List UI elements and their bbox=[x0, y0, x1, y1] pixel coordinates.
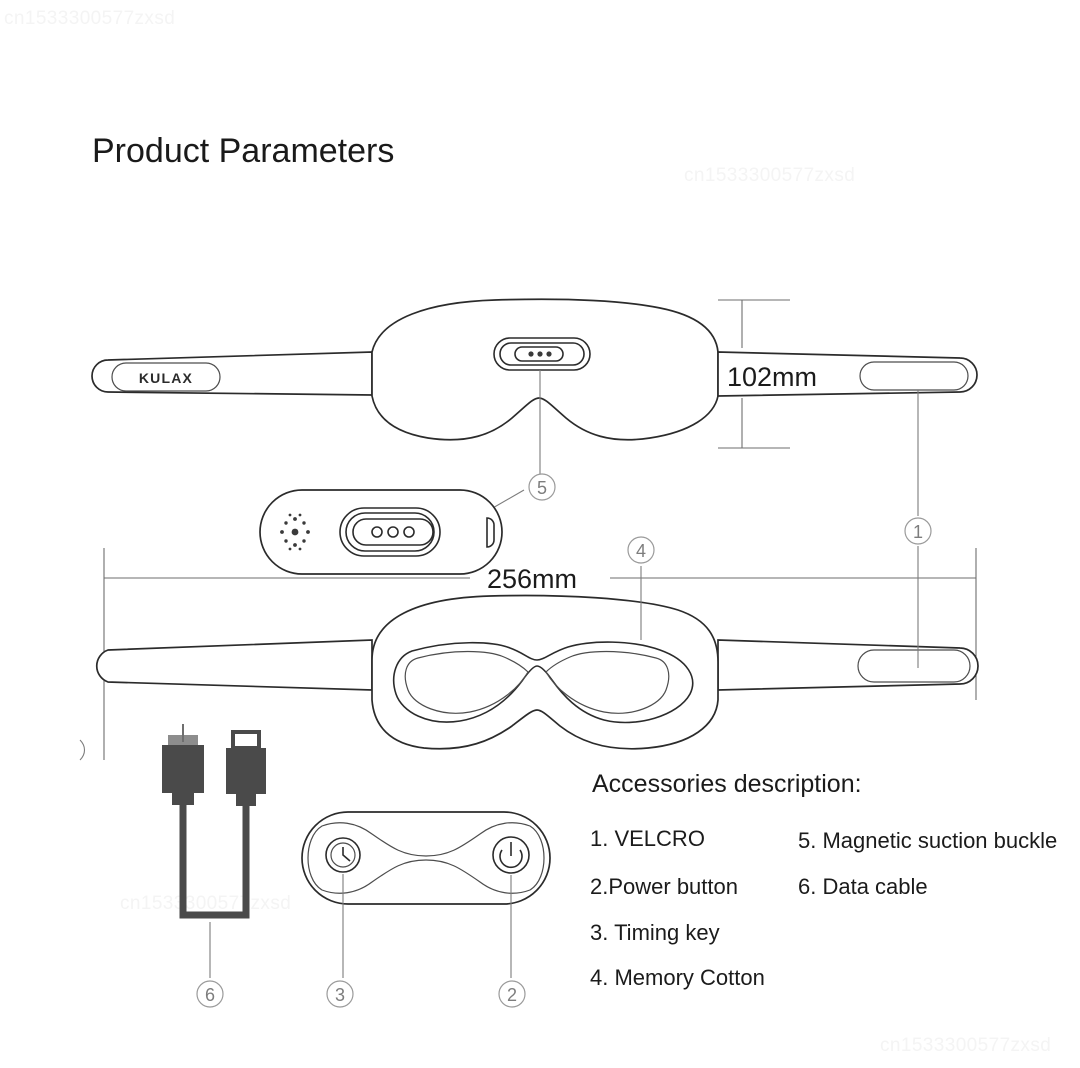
accessory-item-4: 4. Memory Cotton bbox=[590, 965, 765, 990]
brand-patch bbox=[111, 362, 221, 392]
buckle-port-inner bbox=[345, 512, 435, 552]
accessory-item-3: 3. Timing key bbox=[590, 920, 720, 945]
power-button bbox=[492, 836, 530, 874]
usb-c-neck bbox=[236, 794, 256, 806]
callout-label-6: 6 bbox=[205, 985, 215, 1005]
accessory-item-6: 6. Data cable bbox=[798, 874, 928, 899]
buckle-port-outer bbox=[339, 507, 441, 557]
watermark: cn1533300577zxsd bbox=[4, 8, 176, 29]
callout-circle-6 bbox=[196, 980, 224, 1008]
control-panel-inner-contour bbox=[307, 822, 545, 894]
left-strap-front bbox=[95, 639, 373, 691]
usb-data-cable bbox=[162, 724, 266, 919]
accessories-heading: Accessories description: bbox=[592, 770, 862, 798]
buckle-body bbox=[259, 489, 503, 575]
velcro-loop-top bbox=[859, 361, 969, 391]
callout-label-2: 2 bbox=[507, 985, 517, 1005]
control-panel-detail bbox=[301, 811, 551, 905]
eye-mask-top-view bbox=[91, 298, 978, 441]
callout-circle-2 bbox=[498, 980, 526, 1008]
timing-key-ring bbox=[330, 842, 356, 868]
brand-logo-text: KULAX bbox=[139, 370, 193, 386]
buckle-pin bbox=[371, 526, 383, 538]
dimension-height-label: 102mm bbox=[727, 362, 818, 392]
control-module-outer bbox=[493, 337, 591, 371]
usb-c-connector bbox=[226, 748, 266, 794]
bracket-artifact bbox=[79, 739, 86, 761]
buckle-connector bbox=[352, 518, 434, 546]
memory-cotton-left-inner bbox=[404, 650, 529, 714]
eye-mask-front-view bbox=[95, 594, 979, 750]
velcro-loop-front bbox=[857, 649, 971, 683]
usb-c-tip bbox=[231, 730, 261, 750]
memory-cotton-outer bbox=[392, 641, 694, 724]
buckle-pin bbox=[387, 526, 399, 538]
clock-icon bbox=[342, 847, 351, 862]
memory-cotton-right-inner bbox=[545, 650, 670, 714]
usb-a-connector bbox=[162, 745, 204, 793]
callout-label-5: 5 bbox=[537, 478, 547, 498]
cable-body bbox=[179, 805, 250, 919]
watermark: cn1533300577zxsd bbox=[684, 165, 856, 186]
watermark: cn1533300577zxsd bbox=[880, 1035, 1052, 1056]
callout-circle-1 bbox=[904, 517, 932, 545]
accessory-item-1: 1. VELCRO bbox=[590, 826, 705, 851]
buckle-notch bbox=[486, 517, 495, 548]
control-module-inner bbox=[499, 342, 585, 366]
power-icon-arc bbox=[499, 849, 523, 869]
timing-key-button bbox=[325, 837, 361, 873]
right-strap-top bbox=[717, 351, 978, 397]
page-title: Product Parameters bbox=[92, 132, 395, 170]
callout-circle-5 bbox=[528, 473, 556, 501]
magnetic-suction-buckle-detail bbox=[259, 489, 503, 575]
connector-pin bbox=[528, 351, 534, 357]
dimension-width-label: 256mm bbox=[487, 564, 578, 594]
left-strap-top bbox=[91, 351, 373, 396]
callout-label-3: 3 bbox=[335, 985, 345, 1005]
accessory-item-5: 5. Magnetic suction buckle bbox=[798, 828, 1058, 853]
callout-circle-3 bbox=[326, 980, 354, 1008]
connector-port-top bbox=[514, 346, 564, 362]
speaker-grid-icon bbox=[280, 513, 310, 551]
connector-pin bbox=[537, 351, 543, 357]
right-strap-front bbox=[717, 639, 979, 691]
control-panel-body bbox=[301, 811, 551, 905]
callout-circle-4 bbox=[627, 536, 655, 564]
callout-label-4: 4 bbox=[636, 541, 646, 561]
callout-label-1: 1 bbox=[913, 522, 923, 542]
accessory-item-2: 2.Power button bbox=[590, 874, 738, 899]
connector-pin bbox=[546, 351, 552, 357]
buckle-pin bbox=[403, 526, 415, 538]
dimension-height bbox=[718, 299, 790, 449]
usb-a-neck bbox=[172, 793, 194, 805]
callout-markers: 5 1 4 6 3 2 bbox=[196, 473, 932, 1008]
